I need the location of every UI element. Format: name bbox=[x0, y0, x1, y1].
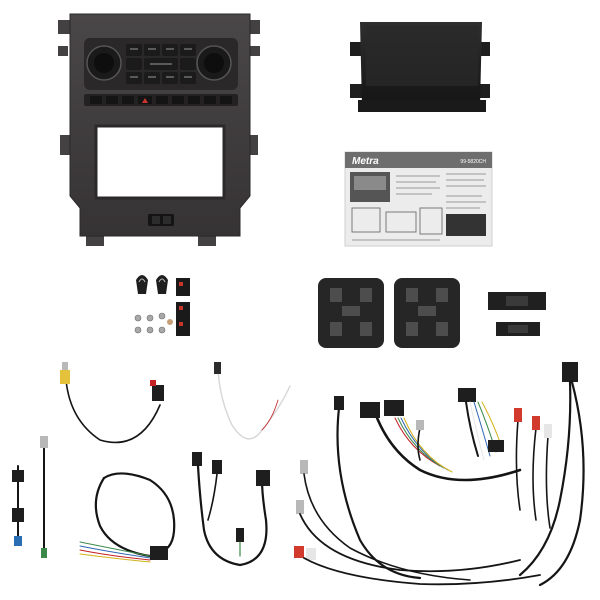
screw bbox=[146, 314, 154, 322]
screw bbox=[158, 312, 166, 320]
panel-switch bbox=[148, 214, 174, 226]
metal-clip bbox=[136, 275, 148, 294]
clip-with-tape bbox=[176, 278, 190, 296]
manual-logo: Metra bbox=[352, 156, 379, 167]
climate-buttons bbox=[126, 44, 196, 84]
radio-bracket-left bbox=[318, 278, 384, 348]
screw bbox=[167, 319, 173, 325]
thin-wire bbox=[214, 362, 291, 440]
loop-harness bbox=[79, 472, 176, 563]
button-row bbox=[84, 94, 238, 106]
wiring-harnesses bbox=[12, 362, 585, 587]
screw bbox=[146, 326, 154, 334]
radio-bracket-right bbox=[394, 278, 460, 348]
screw bbox=[134, 326, 142, 334]
hardware-clips-and-screws bbox=[134, 275, 190, 336]
dash-trim-panel bbox=[58, 13, 260, 246]
screw bbox=[158, 326, 166, 334]
radio-opening bbox=[94, 124, 226, 200]
storage-pocket bbox=[350, 22, 490, 112]
hazard-icon bbox=[142, 98, 148, 103]
usb-bracket bbox=[488, 292, 546, 336]
antenna-adapter bbox=[40, 436, 48, 558]
manual-part-number: 99-5820CH bbox=[460, 159, 486, 165]
metal-clip bbox=[156, 275, 168, 294]
left-temperature-knob bbox=[86, 45, 122, 81]
small-harness bbox=[12, 465, 24, 546]
rca-video-cable bbox=[60, 362, 164, 444]
clip-with-tape bbox=[176, 318, 190, 336]
main-radio-harness bbox=[334, 362, 585, 587]
rca-audio-cables bbox=[294, 460, 541, 586]
center-harness bbox=[192, 452, 270, 567]
screw bbox=[134, 314, 142, 322]
clip-with-tape bbox=[176, 302, 190, 320]
installation-manual: Metra 99-5820CH bbox=[344, 151, 493, 247]
right-temperature-knob bbox=[196, 45, 232, 81]
